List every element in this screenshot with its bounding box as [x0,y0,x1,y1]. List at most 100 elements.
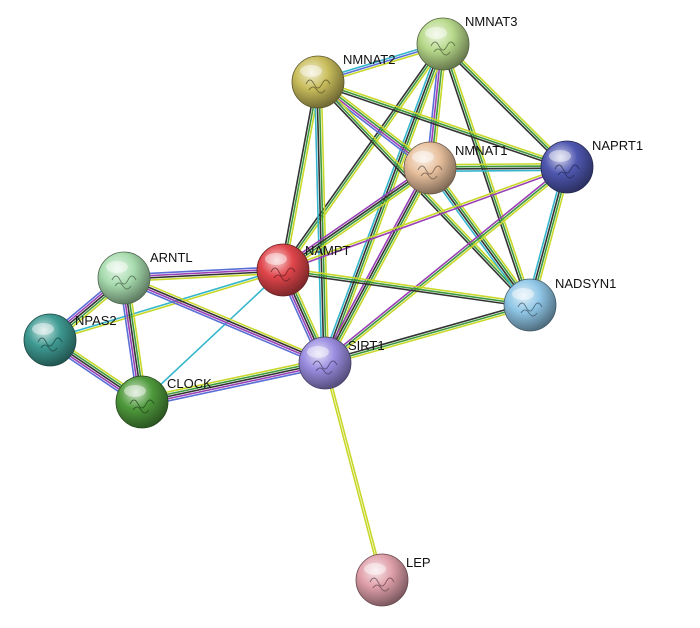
node-arntl[interactable]: ARNTL [97,250,193,305]
edge-line-lime [327,169,434,365]
protein-structure-icon [305,79,331,94]
edge-line-green [283,168,432,272]
node-nmnat2[interactable]: NMNAT2 [291,52,395,109]
edge-line-black [440,44,567,170]
edge-line-lime [325,306,531,366]
edge-line-purple [321,166,428,362]
edge-line-green [325,168,432,364]
node-highlight [32,323,54,335]
node-nampt[interactable]: NAMPT [256,243,351,297]
node-highlight [106,261,128,273]
edge-line-lime [323,363,382,581]
edge-line-purple [123,268,283,278]
edge-line-cyan [321,42,441,363]
protein-structure-icon [312,360,338,375]
edge-line-lime [320,81,330,363]
edge-line-lime [325,362,384,580]
edge-nmnat1-nampt [280,164,433,274]
edge-line-black [281,166,430,270]
edge-nampt-arntl [123,265,284,283]
edge-line-black [280,81,317,270]
edges-layer [46,41,571,581]
node-label-nmnat3: NMNAT3 [465,14,517,29]
edge-nmnat2-nampt [280,81,321,271]
node-highlight [307,346,329,358]
edge-line-black [124,276,326,363]
edge-line-lime [284,170,433,274]
node-highlight [364,563,386,575]
edge-line-blue [123,265,283,276]
node-sphere[interactable] [416,17,470,71]
edge-line-black [440,44,529,306]
edge-line-cyan [426,169,528,308]
protein-structure-icon [129,399,155,414]
node-nadsyn1[interactable]: NADSYN1 [503,276,616,332]
edge-nmnat2-sirt1 [313,81,330,364]
edge-line-purple [323,164,567,362]
node-sphere[interactable] [540,140,594,194]
node-highlight [512,288,534,300]
edge-nmnat1-sirt1 [321,166,434,365]
edge-line-purple [280,164,429,268]
node-sphere[interactable] [355,553,409,607]
edge-line-lime [443,41,570,167]
edge-line-green [442,43,568,168]
edge-line-lime [124,272,284,283]
node-label-npas2: NPAS2 [75,313,117,328]
edge-line-green [282,269,531,306]
protein-structure-icon [430,41,456,56]
node-npas2[interactable]: NPAS2 [23,313,117,367]
node-label-nampt: NAMPT [305,243,351,258]
node-highlight [425,27,447,39]
node-naprt1[interactable]: NAPRT1 [540,138,643,194]
edge-line-black [324,302,530,362]
edge-line-lime [327,44,447,365]
edge-line-lime [284,44,446,272]
node-lep[interactable]: LEP [355,553,431,607]
edge-nmnat3-naprt1 [440,41,570,170]
protein-structure-icon [417,165,443,180]
node-label-arntl: ARNTL [150,250,193,265]
edge-line-green [324,166,568,364]
edge-sirt1-lep [323,362,384,581]
edge-nampt-nadsyn1 [282,267,531,308]
node-clock[interactable]: CLOCK [115,375,212,429]
node-sphere[interactable] [298,336,352,390]
node-label-nmnat1: NMNAT1 [455,143,507,158]
edge-nampt-clock [141,269,284,403]
node-label-nmnat2: NMNAT2 [343,52,395,67]
edge-nmnat2-naprt1 [317,79,568,170]
edge-line-cyan [313,82,323,364]
node-sphere[interactable] [291,55,345,109]
protein-structure-icon [270,267,296,282]
node-sphere[interactable] [23,313,77,367]
edge-line-lime [50,270,284,342]
edge-line-cyan [49,268,283,340]
node-label-naprt1: NAPRT1 [592,138,643,153]
protein-structure-icon [517,302,543,317]
node-highlight [412,151,434,163]
edge-clock-sirt1 [140,357,327,408]
edge-line-black [428,168,530,307]
edge-line-black [317,83,567,170]
edge-line-cyan [141,269,284,403]
edge-line-black [316,82,325,364]
node-sirt1[interactable]: SIRT1 [298,336,385,390]
node-sphere[interactable] [97,251,151,305]
node-sphere[interactable] [403,141,457,195]
edge-nampt-npas2 [49,268,284,342]
node-sphere[interactable] [115,375,169,429]
protein-structure-icon [369,577,395,592]
edge-line-black [315,82,529,308]
node-highlight [300,65,322,77]
node-sphere[interactable] [256,243,310,297]
edge-nmnat3-nampt [280,42,446,272]
protein-structure-icon [37,337,63,352]
node-nmnat1[interactable]: NMNAT1 [403,141,507,195]
edge-line-lime [283,267,531,304]
node-sphere[interactable] [503,278,557,332]
edge-line-black [323,167,430,363]
node-nmnat3[interactable]: NMNAT3 [416,14,517,71]
